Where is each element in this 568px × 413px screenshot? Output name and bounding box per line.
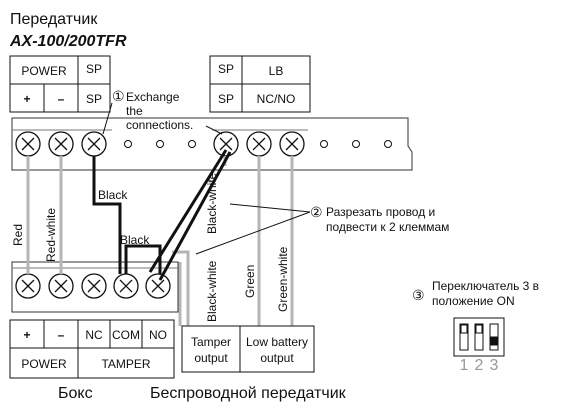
black-wire-label-mid: Black — [120, 233, 150, 247]
note1-leader — [102, 102, 113, 135]
black-wire-label-top: Black — [98, 188, 128, 202]
strip-hole — [352, 140, 360, 148]
red-wire-label: Red — [11, 224, 25, 246]
red-white-wire-label: Red-white — [44, 208, 58, 262]
right-sp-a-label: SP — [218, 62, 234, 76]
note1-line2: the — [126, 104, 143, 118]
right-header-table: SP LB SP NC/NO — [209, 55, 311, 113]
note2-leader — [229, 203, 311, 213]
strip-hole — [384, 140, 392, 148]
low-battery-output-line2: output — [260, 351, 294, 365]
strip-hole — [156, 140, 164, 148]
strip-hole — [320, 140, 328, 148]
strip-hole — [188, 140, 196, 148]
right-ncno-label: NC/NO — [257, 92, 296, 106]
left-header-table: POWER SP + – SP — [9, 55, 111, 113]
left-plus-label: + — [23, 92, 30, 106]
note2-marker: ② — [310, 204, 323, 220]
model-label: AX-100/200TFR — [9, 33, 127, 50]
tamper-output-box: Tamper output — [181, 325, 241, 373]
left-power-label: POWER — [21, 64, 67, 78]
left-sp-label: SP — [86, 62, 102, 76]
transmitter-terminal-strip — [11, 117, 413, 171]
top-screw-minus — [48, 131, 74, 157]
note2-line1: Разрезать провод и — [326, 205, 435, 219]
note2-line2: подвести к 2 клеммам — [326, 220, 449, 234]
box-screw-no — [145, 273, 171, 299]
black-white-wire-lower — [172, 250, 190, 326]
dip-number-2: 2 — [475, 357, 484, 374]
note1-leader — [205, 125, 223, 135]
dip-knob-3 — [490, 336, 498, 346]
box-minus-label: – — [58, 328, 65, 342]
dip-knob-1 — [460, 324, 468, 334]
low-battery-output-line1: Low battery — [246, 335, 308, 349]
left-sp2-label: SP — [86, 92, 102, 106]
box-label-table: + – NC COM NO POWER TAMPER — [9, 319, 175, 379]
black-wire-jumper — [124, 244, 162, 274]
transmitter-caption: Беспроводной передатчик — [150, 385, 347, 402]
right-lb-label: LB — [269, 64, 284, 78]
green-white-wire-label: Green-white — [276, 246, 290, 312]
low-battery-output-box: Low battery output — [239, 325, 315, 373]
dip-number-1: 1 — [460, 357, 469, 374]
note2-leader — [195, 211, 311, 255]
right-sp-b-label: SP — [218, 92, 234, 106]
box-screw-nc — [81, 273, 107, 299]
black-wire — [92, 156, 122, 274]
black-white-wire-label-top: Black-white — [205, 172, 219, 234]
note3-line2: положение ON — [432, 294, 515, 308]
top-screw-plus — [15, 131, 41, 157]
dip-slot-1 — [459, 323, 469, 351]
note3-line1: Переключатель 3 в — [432, 279, 539, 293]
tamper-output-line2: output — [194, 351, 228, 365]
box-screw-plus — [15, 273, 41, 299]
black-white-wire-cut-1 — [148, 149, 228, 273]
dip-slot-2 — [474, 323, 484, 351]
title: Передатчик — [10, 11, 98, 28]
left-minus-label: – — [58, 92, 65, 106]
box-no-label: NO — [149, 328, 167, 342]
box-plus-label: + — [23, 328, 30, 342]
tamper-output-line1: Tamper — [191, 335, 231, 349]
dip-number-3: 3 — [490, 357, 499, 374]
dip-switch: 1 2 3 — [453, 317, 505, 374]
box-tamper-label: TAMPER — [101, 357, 150, 371]
box-screw-minus — [48, 273, 74, 299]
green-wire-label: Green — [243, 265, 257, 298]
top-screw-sp-left — [81, 131, 107, 157]
box-com-label: COM — [112, 328, 140, 342]
note1-line3: connections. — [126, 118, 193, 132]
black-white-wire-cut-2 — [158, 151, 232, 281]
top-screw-lb-1 — [246, 131, 272, 157]
box-caption: Бокс — [58, 385, 93, 402]
box-screw-com — [113, 273, 139, 299]
black-white-wire-label-bottom: Black-white — [205, 260, 219, 322]
box-nc-label: NC — [85, 328, 103, 342]
strip-hole — [124, 140, 132, 148]
note1-line1: Exchange — [126, 90, 180, 104]
top-screw-lb-2 — [279, 131, 305, 157]
dip-knob-2 — [475, 324, 483, 334]
note3-marker: ③ — [412, 287, 425, 303]
box-power-label: POWER — [21, 357, 67, 371]
note1-marker: ① — [112, 88, 125, 104]
